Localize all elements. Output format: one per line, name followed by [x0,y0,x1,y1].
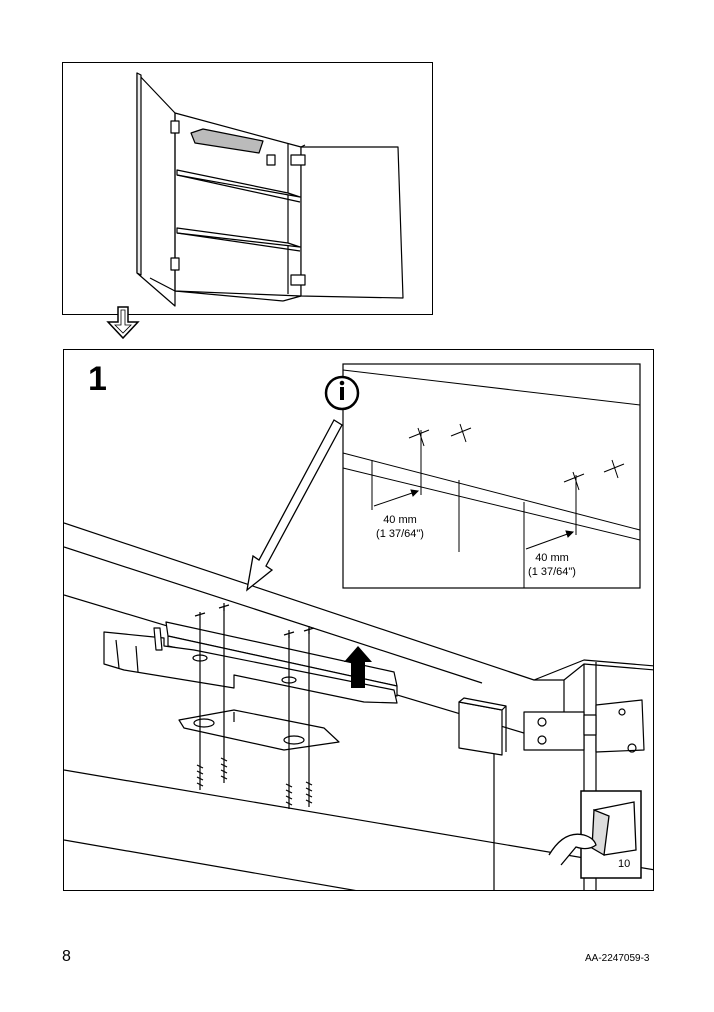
page-number: 8 [62,948,71,965]
push-up-arrow-icon [344,646,372,688]
dimension-2-metric: 40 mm [535,552,569,564]
dimension-label-2: 40 mm (1 37/64") [512,551,592,579]
peel-sticker-icon [548,801,637,866]
callout-pointer-arrow-icon [246,419,343,592]
info-icon [324,375,360,411]
reference-page-number: 10 [618,858,631,870]
page-reference-sticker [548,790,642,879]
dimension-1-metric: 40 mm [383,514,417,526]
dimension-2-imperial: (1 37/64") [528,566,576,578]
info-callout [324,363,641,589]
dimension-1-imperial: (1 37/64") [376,528,424,540]
dimension-label-1: 40 mm (1 37/64") [360,513,440,541]
fitting-installation-illustration [64,419,653,890]
open-cabinet-illustration [136,72,404,307]
step-number: 1 [88,360,107,398]
document-code: AA-2247059-3 [585,953,650,964]
step-panel: 1 [63,349,654,891]
cabinet-overview-panel [62,62,433,315]
